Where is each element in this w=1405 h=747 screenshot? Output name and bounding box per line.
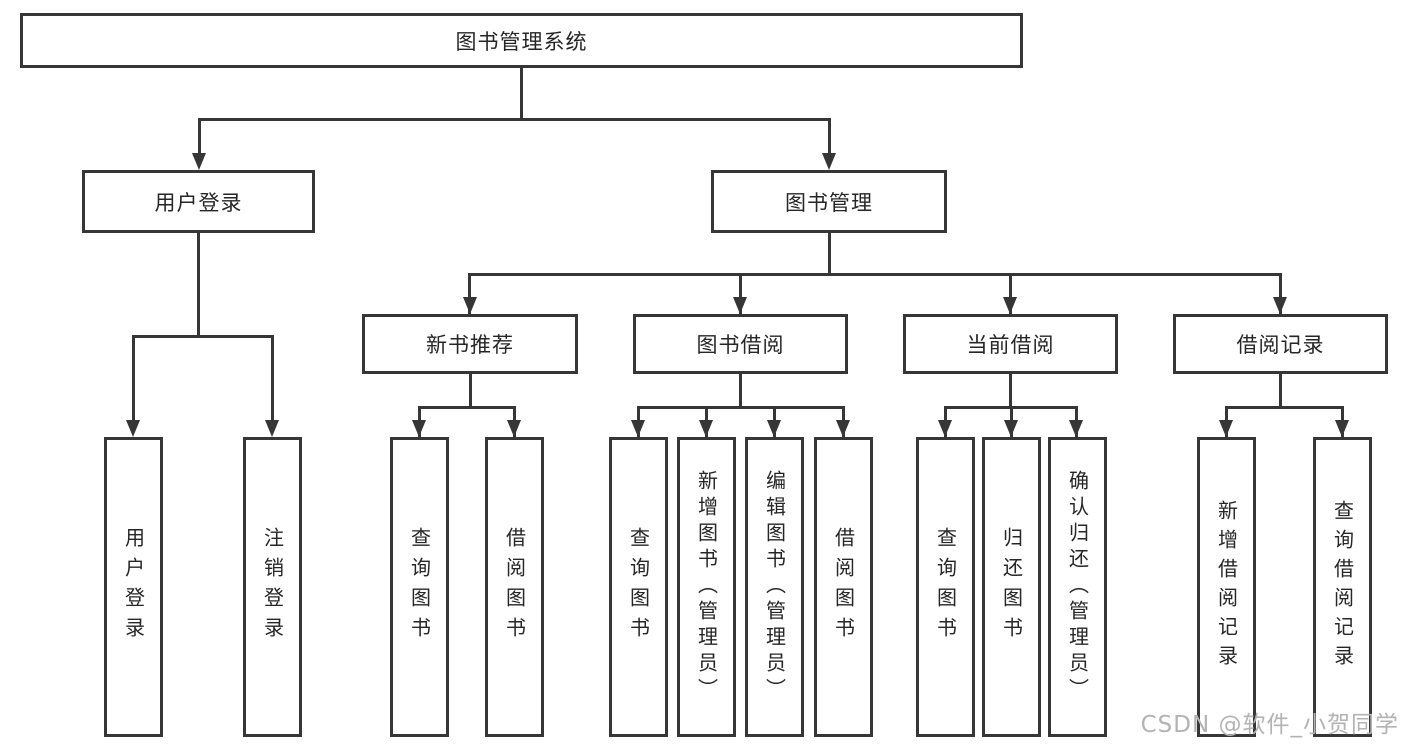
connector-hline [637, 406, 844, 409]
leaf-edit-book-admin-label: 编辑图书（管理员） [762, 470, 787, 704]
leaf-confirm-return-admin: 确认归还（管理员） [1048, 437, 1107, 737]
connector-vline [198, 118, 201, 158]
arrow-down-icon [1003, 297, 1017, 314]
node-book-management: 图书管理 [711, 170, 947, 233]
leaf-borrow-books-borrow: 借阅图书 [814, 437, 873, 737]
arrow-down-icon [1004, 420, 1018, 437]
connector-vline [1009, 374, 1012, 406]
leaf-confirm-return-admin-label: 确认归还（管理员） [1065, 470, 1090, 704]
arrow-down-icon [836, 420, 850, 437]
connector-vline [828, 233, 831, 273]
leaf-logout-label: 注销登录 [260, 527, 285, 647]
connector-vline [197, 233, 200, 335]
node-borrow-records-label: 借阅记录 [1236, 333, 1325, 357]
connector-hline [418, 406, 515, 409]
connector-hline [1225, 406, 1343, 409]
leaf-query-books-borrow-label: 查询图书 [626, 527, 651, 647]
node-new-book-recommend: 新书推荐 [362, 314, 578, 374]
arrow-down-icon [822, 153, 836, 170]
node-current-borrow: 当前借阅 [903, 314, 1118, 374]
leaf-query-books-borrow: 查询图书 [609, 437, 668, 737]
leaf-user-login-label: 用户登录 [121, 527, 146, 647]
leaf-query-books-current-label: 查询图书 [933, 527, 958, 647]
arrow-down-icon [631, 420, 645, 437]
leaf-add-borrow-record: 新增借阅记录 [1197, 437, 1256, 737]
node-book-management-system-label: 图书管理系统 [455, 29, 588, 54]
leaf-add-borrow-record-label: 新增借阅记录 [1214, 500, 1239, 674]
node-current-borrow-label: 当前借阅 [966, 333, 1055, 357]
leaf-borrow-books-recommend-label: 借阅图书 [502, 527, 527, 647]
leaf-query-books-current: 查询图书 [916, 437, 975, 737]
connector-vline [469, 374, 472, 406]
arrow-down-icon [126, 420, 140, 437]
connector-vline [1279, 374, 1282, 406]
leaf-return-books-label: 归还图书 [999, 527, 1024, 647]
leaf-query-borrow-record: 查询借阅记录 [1313, 437, 1372, 737]
leaf-user-login: 用户登录 [104, 437, 163, 737]
arrow-down-icon [1069, 420, 1083, 437]
leaf-query-books-recommend: 查询图书 [390, 437, 449, 737]
arrow-down-icon [412, 420, 426, 437]
leaf-return-books: 归还图书 [982, 437, 1041, 737]
arrow-down-icon [1335, 420, 1349, 437]
leaf-query-borrow-record-label: 查询借阅记录 [1330, 500, 1355, 674]
connector-vline [468, 273, 471, 314]
watermark: CSDN @软件_小贺同学 [1140, 712, 1399, 738]
node-book-management-label: 图书管理 [785, 190, 873, 215]
leaf-add-book-admin: 新增图书（管理员） [677, 437, 736, 737]
node-user-login: 用户登录 [82, 170, 315, 233]
leaf-borrow-books-recommend: 借阅图书 [485, 437, 544, 737]
node-book-borrow: 图书借阅 [633, 314, 848, 374]
node-new-book-recommend-label: 新书推荐 [426, 333, 514, 357]
leaf-add-book-admin-label: 新增图书（管理员） [694, 470, 719, 704]
arrow-down-icon [767, 420, 781, 437]
connector-vline [132, 335, 135, 421]
arrow-down-icon [192, 153, 206, 170]
node-book-borrow-label: 图书借阅 [696, 333, 785, 357]
leaf-query-books-recommend-label: 查询图书 [407, 527, 432, 647]
connector-vline [739, 374, 742, 406]
arrow-down-icon [265, 420, 279, 437]
arrow-down-icon [733, 297, 747, 314]
connector-vline [1279, 273, 1282, 314]
node-book-management-system: 图书管理系统 [20, 13, 1023, 68]
node-user-login-label: 用户登录 [154, 190, 243, 215]
leaf-edit-book-admin: 编辑图书（管理员） [745, 437, 804, 737]
connector-hline [198, 118, 831, 121]
arrow-down-icon [938, 420, 952, 437]
arrow-down-icon [463, 297, 477, 314]
arrow-down-icon [507, 420, 521, 437]
connector-vline [1009, 273, 1012, 314]
connector-vline [828, 118, 831, 158]
connector-vline [520, 68, 523, 118]
connector-hline [132, 335, 273, 338]
arrow-down-icon [1273, 297, 1287, 314]
connector-vline [271, 335, 274, 421]
leaf-borrow-books-borrow-label: 借阅图书 [831, 527, 856, 647]
arrow-down-icon [1219, 420, 1233, 437]
connector-hline [468, 273, 1282, 276]
leaf-logout: 注销登录 [243, 437, 302, 737]
arrow-down-icon [699, 420, 713, 437]
node-borrow-records: 借阅记录 [1173, 314, 1388, 374]
connector-vline [739, 273, 742, 314]
